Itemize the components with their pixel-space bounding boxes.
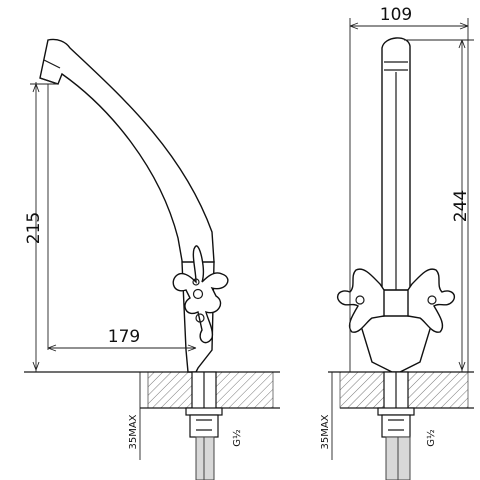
- front-width-dimension: 109: [380, 5, 412, 25]
- front-right-handle: [407, 268, 456, 333]
- side-handle: [172, 245, 229, 344]
- front-shank: [377, 371, 415, 480]
- side-view: 215 179 35MAX G½: [24, 38, 280, 480]
- side-shank: [185, 371, 223, 480]
- side-thread-label: G½: [231, 429, 243, 447]
- front-max-label: 35MAX: [320, 414, 331, 449]
- side-height-dimension: 215: [24, 212, 44, 244]
- front-height-dimension: 244: [451, 190, 471, 222]
- front-left-handle: [336, 268, 385, 333]
- side-max-label: 35MAX: [128, 414, 139, 449]
- front-thread-label: G½: [425, 429, 437, 447]
- front-view: 109 244 35MAX G½: [320, 5, 474, 480]
- side-reach-dimension: 179: [108, 327, 140, 347]
- front-body: [357, 315, 435, 373]
- side-spout: [39, 38, 215, 273]
